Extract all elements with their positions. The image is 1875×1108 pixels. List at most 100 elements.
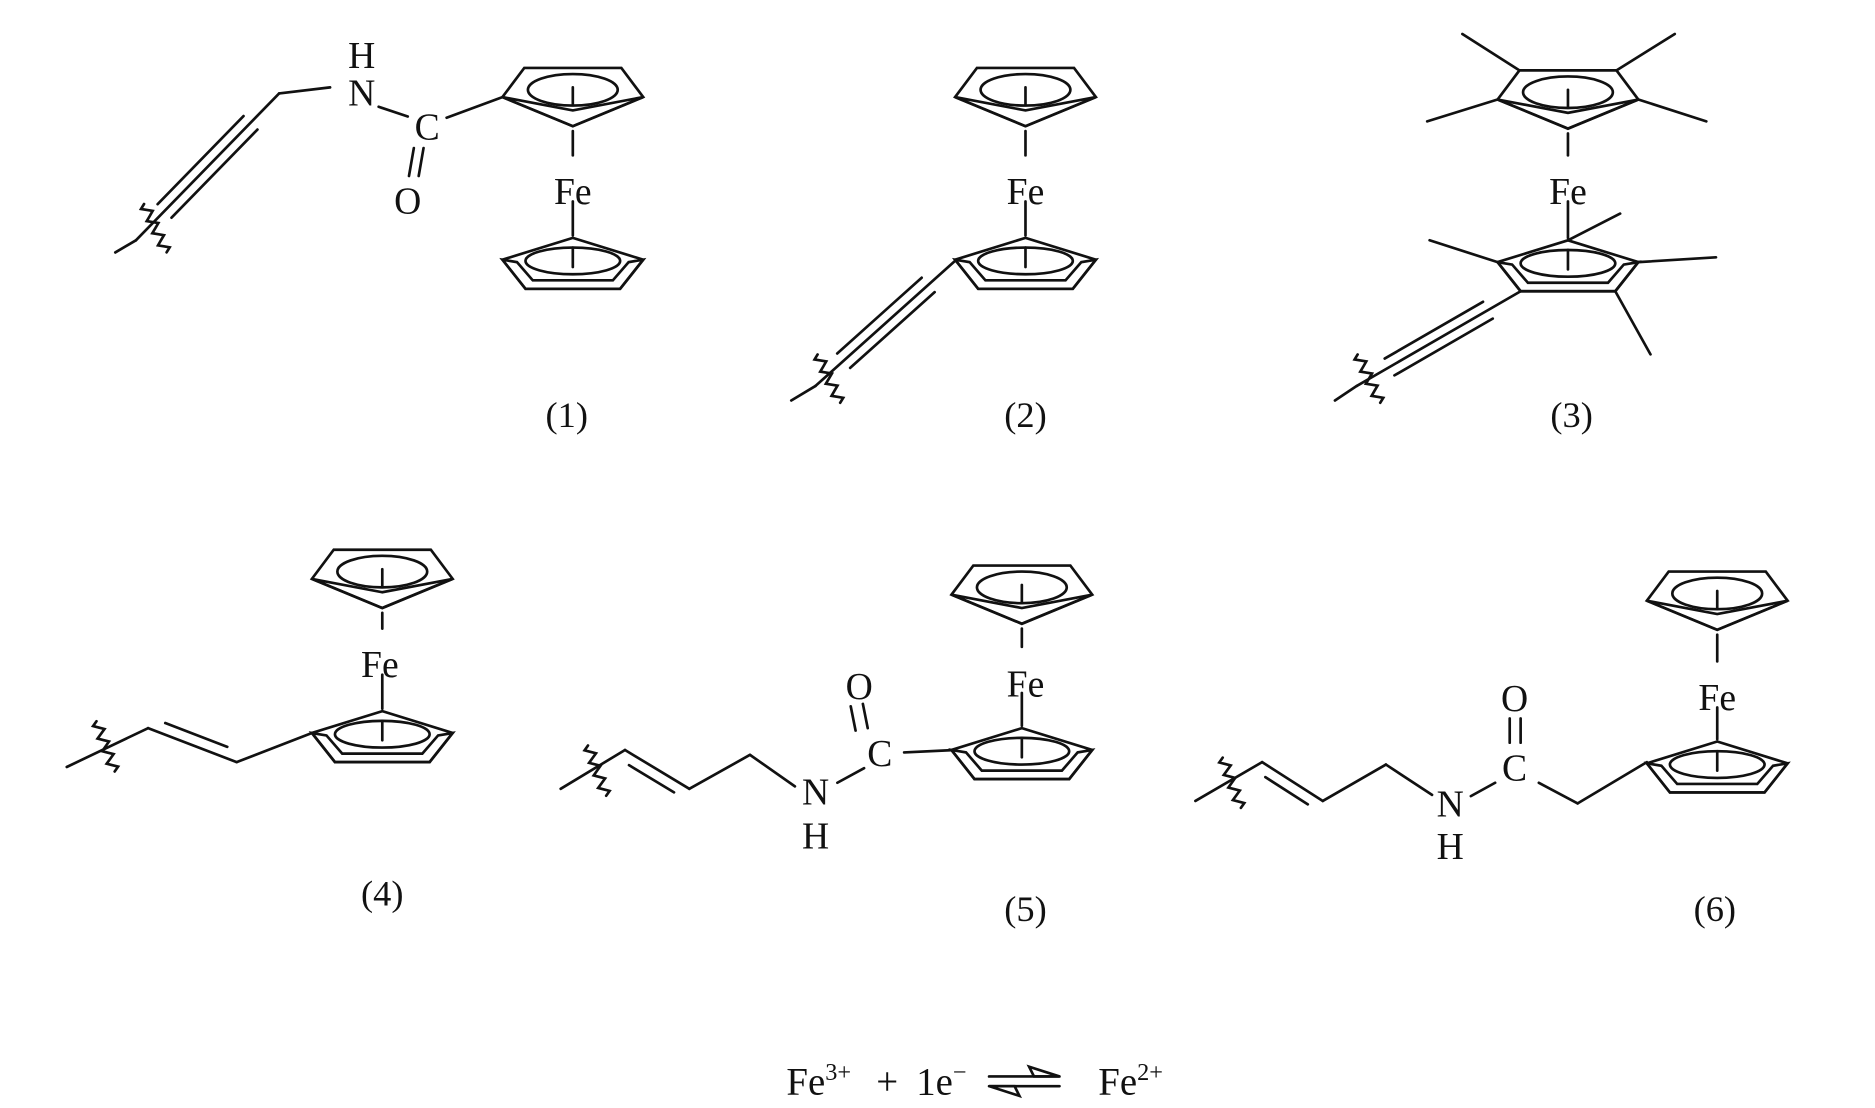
compound-6: O C N H Fe (6) <box>1437 677 1736 929</box>
triple-bond <box>848 290 936 370</box>
attachment-wavy-line <box>1352 353 1386 405</box>
bond <box>235 731 314 764</box>
compound-4: Fe (4) <box>361 644 403 913</box>
methyl-bond <box>1566 212 1622 242</box>
equation-right-species: Fe2+ <box>1098 1059 1163 1104</box>
ring-bold-edge <box>311 577 454 610</box>
cyclopentadienyl-ring <box>309 548 455 610</box>
iron-atom: Fe <box>361 644 399 686</box>
cyclopentadienyl-ring <box>308 709 456 764</box>
carbonyl-bond <box>417 146 425 178</box>
cyclopentadienyl-ring <box>500 66 646 128</box>
atom-n: N <box>802 772 829 814</box>
attachment-stub <box>789 384 817 402</box>
cyclopentadienyl-ring <box>951 236 1100 291</box>
ring-bold-edge <box>308 731 456 764</box>
equilibrium-arrow-icon <box>987 1064 1061 1099</box>
iron-atom: Fe <box>1007 664 1045 706</box>
bond-layer <box>65 32 1791 810</box>
triple-bond <box>835 276 924 355</box>
methyl-bond <box>1461 32 1521 72</box>
bond <box>65 726 150 769</box>
forward-arrow-head <box>1026 1064 1060 1078</box>
ring-bold-edge <box>950 593 1093 626</box>
ring-bold-edge <box>499 257 647 291</box>
reverse-arrow-head <box>988 1084 1023 1099</box>
bond <box>836 766 866 785</box>
compound-label: (5) <box>1004 889 1046 929</box>
triple-bond <box>1383 300 1485 360</box>
triple-bond <box>1355 289 1522 388</box>
triple-bond <box>134 92 281 242</box>
atom-h: H <box>1437 826 1464 868</box>
compound-label: (1) <box>546 395 588 435</box>
compound-label: (3) <box>1550 395 1592 435</box>
compound-label: (2) <box>1004 395 1046 435</box>
double-bond <box>627 763 676 794</box>
compound-2: Fe (2) <box>1004 171 1046 435</box>
compound-5: O C N H Fe (5) <box>802 664 1047 930</box>
atom-o: O <box>846 666 873 708</box>
triple-bond <box>1393 317 1495 377</box>
methyl-bond <box>1428 238 1499 264</box>
cyclopentadienyl-ring <box>1643 740 1791 794</box>
electron-charge: − <box>953 1059 967 1086</box>
ring-bold-edge <box>1646 599 1789 632</box>
iron-atom: Fe <box>1698 677 1736 719</box>
bond <box>1537 781 1580 805</box>
bond <box>445 95 504 120</box>
attachment-wavy-line <box>582 744 612 798</box>
triple-bond <box>814 258 958 388</box>
atom-c: C <box>415 107 440 149</box>
triple-bond <box>156 114 245 206</box>
bond <box>748 753 797 788</box>
ring-bold-edge <box>951 257 1100 291</box>
redox-equation: Fe3+ + 1e− Fe2+ <box>786 1059 1163 1104</box>
bond <box>1469 781 1497 798</box>
carbonyl-bond <box>849 704 857 732</box>
bond <box>559 748 627 791</box>
atom-n: N <box>348 73 375 115</box>
methyl-bond <box>1615 32 1677 72</box>
attachment-wavy-line <box>812 353 846 405</box>
double-bond <box>623 748 691 791</box>
compound-label: (4) <box>361 873 403 913</box>
electron-symbol: 1e <box>916 1061 953 1104</box>
iron-atom: Fe <box>554 171 592 213</box>
ring-bold-edge <box>948 748 1096 781</box>
double-bond <box>1260 760 1325 803</box>
compound-3: Fe (3) <box>1549 171 1593 435</box>
attachment-wavy-line <box>1217 756 1247 810</box>
methyl-bond <box>1637 255 1718 264</box>
double-bond <box>1264 775 1310 806</box>
methyl-bond <box>1425 98 1499 123</box>
double-bond <box>146 726 238 764</box>
iron-atom: Fe <box>1007 171 1045 213</box>
carbonyl-bond <box>861 702 870 730</box>
carbonyl-bond <box>407 146 416 178</box>
ring-bold-edge <box>1643 761 1791 794</box>
atom-o: O <box>1501 678 1528 720</box>
cyclopentadienyl-ring <box>499 236 647 291</box>
fe-charge-2plus: 2+ <box>1137 1059 1163 1086</box>
atom-h: H <box>348 35 375 77</box>
bond <box>902 748 957 754</box>
equation-plus: + <box>876 1061 898 1104</box>
atom-h: H <box>802 815 829 857</box>
bond <box>1576 760 1649 805</box>
bond <box>277 86 332 95</box>
atom-c: C <box>867 733 892 775</box>
fe-symbol: Fe <box>786 1061 825 1104</box>
cyclopentadienyl-ring <box>1644 570 1790 632</box>
compound-label: (6) <box>1694 889 1736 929</box>
attachment-stub <box>1333 384 1359 402</box>
atom-o: O <box>394 181 421 223</box>
attachment-wavy-line <box>90 719 121 773</box>
equation-electron: 1e− <box>916 1059 966 1104</box>
bond <box>1321 763 1388 803</box>
attachment-stub <box>113 238 138 254</box>
atom-c: C <box>1502 747 1527 789</box>
methyl-bond <box>1613 289 1652 356</box>
ring-bold-edge <box>501 95 644 128</box>
